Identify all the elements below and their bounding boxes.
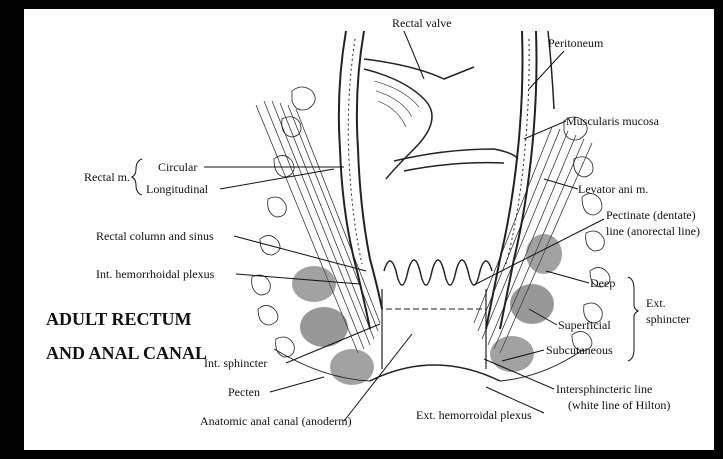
label-longitudinal: Longitudinal <box>146 182 209 196</box>
external-sphincter-left <box>292 266 374 385</box>
anal-columns <box>384 260 492 285</box>
label-peritoneum: Peritoneum <box>548 36 604 50</box>
label-sphincter: sphincter <box>646 312 690 326</box>
fat-tissue-right <box>564 117 610 351</box>
label-intersphincteric-1: Intersphincteric line <box>556 382 652 396</box>
rectal-wall-right <box>486 31 554 329</box>
label-int-hemorrhoidal: Int. hemorrhoidal plexus <box>96 267 215 281</box>
label-pecten: Pecten <box>228 385 260 399</box>
label-deep: Deep <box>590 276 615 290</box>
rectum-diagram: Rectal valve Peritoneum Muscularis mucos… <box>24 9 714 450</box>
label-superficial: Superficial <box>558 318 611 332</box>
label-ext: Ext. <box>646 296 666 310</box>
label-rectal-m: Rectal m. <box>84 170 130 184</box>
figure-frame: Rectal valve Peritoneum Muscularis mucos… <box>6 6 717 453</box>
label-ext-hemorrhoidal: Ext. hemorroidal plexus <box>416 408 532 422</box>
anal-verge <box>370 365 500 381</box>
label-anatomic-canal: Anatomic anal canal (anoderm) <box>200 414 352 428</box>
label-muscularis-mucosa: Muscularis mucosa <box>566 114 660 128</box>
anatomy-illustration <box>252 31 610 385</box>
label-rectal-valve: Rectal valve <box>392 16 452 30</box>
label-pectinate-2: line (anorectal line) <box>606 224 700 238</box>
label-levator-ani: Levator ani m. <box>578 182 648 196</box>
label-pectinate-1: Pectinate (dentate) <box>606 208 696 222</box>
label-rectal-column: Rectal column and sinus <box>96 229 214 243</box>
label-circular: Circular <box>158 160 197 174</box>
title-line-1: ADULT RECTUM <box>46 309 192 329</box>
rectal-valve-folds <box>364 59 518 179</box>
title-line-2: AND ANAL CANAL <box>46 343 207 363</box>
label-intersphincteric-2: (white line of Hilton) <box>568 398 670 412</box>
label-int-sphincter: Int. sphincter <box>204 356 267 370</box>
label-subcutaneous: Subcutaneous <box>546 343 613 357</box>
figure-canvas: Rectal valve Peritoneum Muscularis mucos… <box>24 9 714 450</box>
